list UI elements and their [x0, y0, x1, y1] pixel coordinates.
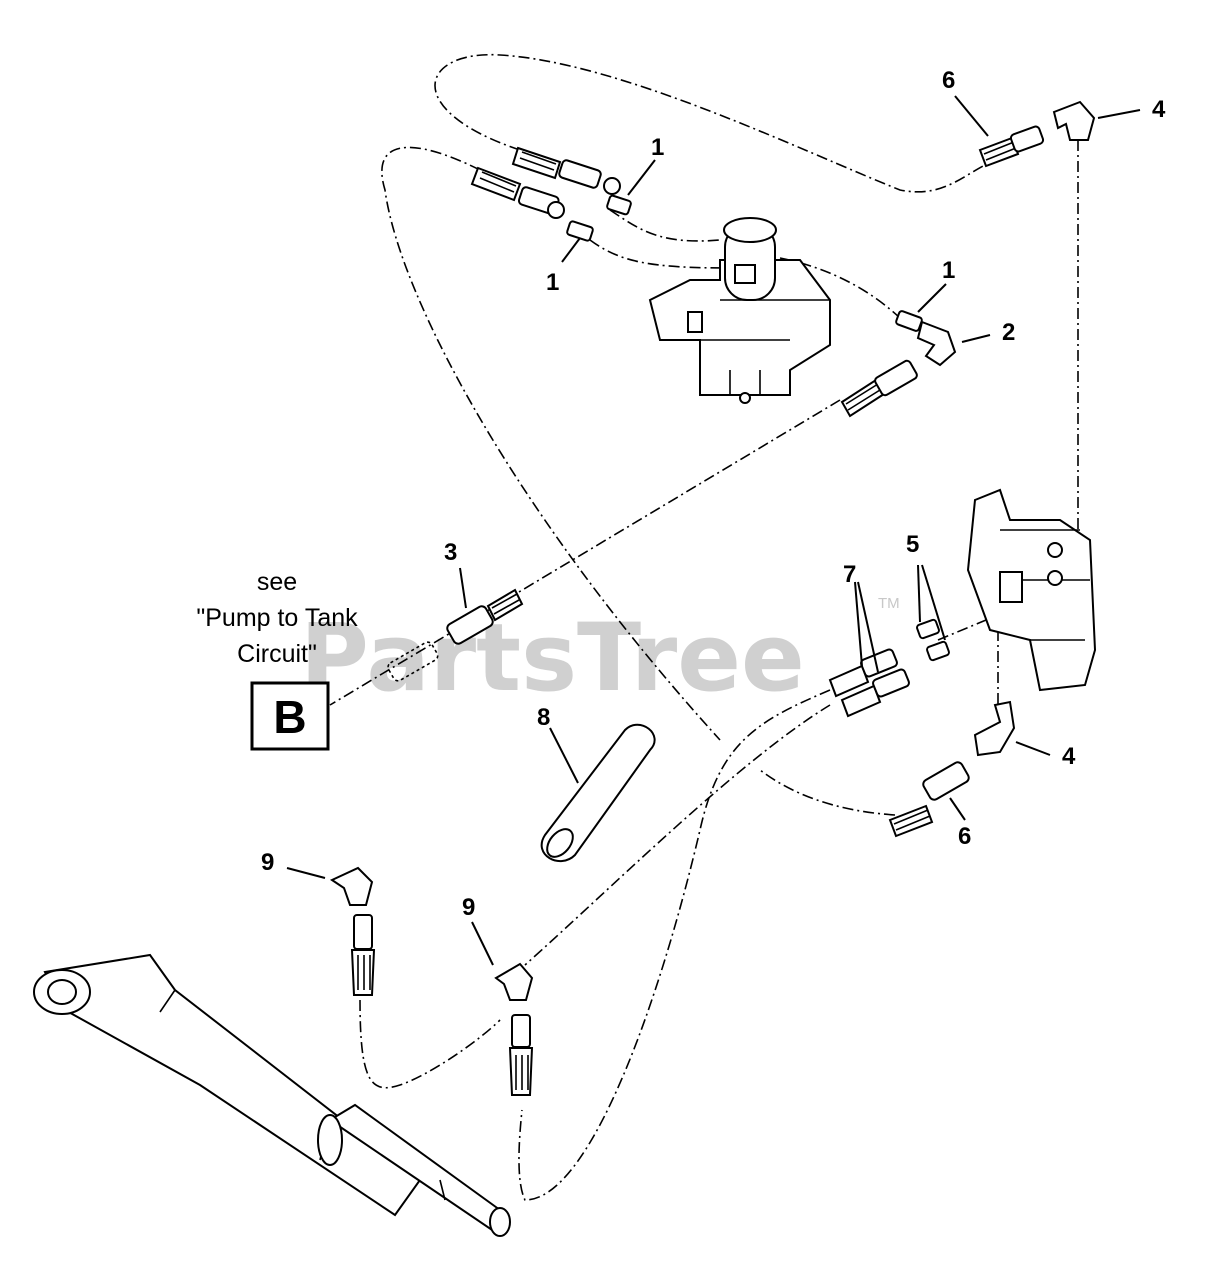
- callout-3: 3: [444, 539, 457, 566]
- fitting-1-upper: [606, 194, 632, 216]
- hose-end-near-b: [387, 641, 439, 682]
- directional-valve: [648, 217, 831, 404]
- callout-1-lower: 1: [546, 269, 559, 296]
- callout-5: 5: [906, 531, 919, 558]
- note-line-1: see: [257, 568, 297, 596]
- hose-6-bottom: [888, 761, 970, 838]
- callout-6-top: 6: [942, 67, 955, 94]
- control-valve: [966, 488, 1097, 692]
- hose-line-cylinder-left: [359, 999, 501, 1089]
- reference-box-letter: B: [273, 691, 306, 743]
- hose-line-top-loop: [434, 53, 986, 193]
- hose-cylinder-left: [350, 914, 376, 996]
- callout-8: 8: [537, 704, 550, 731]
- callout-2: 2: [1002, 319, 1015, 346]
- callout-1-right: 1: [942, 257, 955, 284]
- sleeve-8: [540, 723, 656, 862]
- hose-line-to-cylinder-right: [518, 689, 831, 1201]
- reference-box-b: B: [250, 681, 330, 751]
- hose-line-to-elbow-9: [524, 704, 831, 966]
- callout-7: 7: [843, 561, 856, 588]
- reference-note: see "Pump to Tank Circuit": [196, 568, 358, 668]
- watermark-trademark: TM: [878, 595, 900, 612]
- watermark-text: PartsTree: [300, 604, 805, 713]
- elbow-9-left: [329, 866, 374, 906]
- elbow-4-bottom: [973, 700, 1016, 757]
- elbow-4-top: [1052, 100, 1096, 141]
- callout-9-right: 9: [462, 894, 475, 921]
- leader-lines: [286, 95, 1141, 966]
- hose-lines: [329, 53, 1079, 1201]
- hose-3-upper: [840, 359, 918, 418]
- hoses-7: [828, 648, 910, 718]
- hose-end-top-left-upper: [511, 146, 621, 195]
- callout-numbers: 1 1 1 2 3 4 4 5 6 6 7 8 9 9: [261, 67, 1166, 921]
- callout-6-bottom: 6: [958, 823, 971, 850]
- note-line-3: Circuit": [237, 640, 317, 668]
- hose-line-valve-2: [589, 239, 731, 269]
- hose-line-right-vertical: [1064, 140, 1079, 541]
- elbow-9-right: [494, 962, 534, 1001]
- fitting-1-lower: [566, 220, 594, 242]
- note-line-2: "Pump to Tank: [196, 604, 358, 632]
- elbow-2: [916, 320, 957, 367]
- hose-line-left-loop: [381, 146, 721, 741]
- callout-1-upper: 1: [651, 134, 664, 161]
- hose-6-top: [978, 125, 1045, 168]
- hose-line-to-b: [329, 399, 841, 706]
- hose-end-top-left-lower: [470, 166, 565, 219]
- callout-9-left: 9: [261, 849, 274, 876]
- callout-4-bottom: 4: [1062, 743, 1076, 770]
- hose-cylinder-right: [508, 1014, 534, 1096]
- hose-3-lower: [446, 588, 524, 645]
- hose-line-lower-loop: [759, 769, 896, 816]
- callout-4-top: 4: [1152, 96, 1166, 123]
- hydraulic-cylinder: [33, 953, 511, 1237]
- watermark: PartsTree TM: [300, 595, 900, 713]
- fitting-1-right: [895, 310, 923, 332]
- fittings-5: [916, 618, 950, 662]
- hose-line-valve-1: [609, 209, 721, 242]
